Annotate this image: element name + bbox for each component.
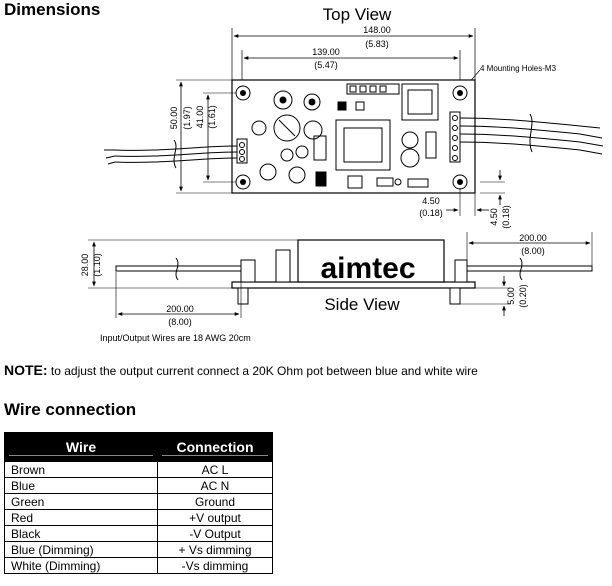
dim-450-horizontal-label: 4.50 (422, 196, 440, 206)
table-header-wire: Wire (4, 432, 158, 462)
wire-cell: White (Dimming) (4, 557, 158, 574)
dim-450-vertical-inch: (0.18) (501, 205, 511, 229)
dim-5-label: 5.00 (506, 287, 516, 305)
connection-cell: -Vs dimming (157, 557, 273, 574)
wire-cell: Black (4, 525, 158, 542)
dim-450-horizontal-inch: (0.18) (419, 208, 443, 218)
dimensions-heading: Dimensions (4, 0, 101, 19)
wire-cell: Blue (4, 477, 158, 494)
note-text: to adjust the output current connect a 2… (50, 364, 478, 378)
dim-139-inch: (5.47) (314, 60, 338, 70)
connection-cell: AC N (157, 477, 273, 494)
connection-cell: +V output (157, 509, 273, 526)
table-row: Black-V Output (4, 525, 273, 542)
connection-cell: Ground (157, 493, 273, 510)
table-row: Red+V output (4, 509, 273, 526)
aimtec-logo: aimtec (320, 252, 415, 285)
dim-200-left-label: 200.00 (166, 304, 194, 314)
dim-148-label: 148.00 (363, 25, 391, 35)
connection-cell: + Vs dimming (157, 541, 273, 558)
dim-50-inch: (1.97) (182, 106, 192, 130)
connection-cell: -V Output (157, 525, 273, 542)
note-label: NOTE: (4, 362, 48, 378)
left-wire-bundle (104, 139, 238, 169)
wire-cell: Brown (4, 461, 158, 478)
table-row: Blue (Dimming)+ Vs dimming (4, 541, 273, 558)
table-header-connection: Connection (157, 432, 273, 462)
dim-200-left-inch: (8.00) (168, 317, 192, 327)
pcb-top-view (231, 79, 476, 194)
table-row: White (Dimming)-Vs dimming (4, 557, 273, 574)
dim-200-right-label: 200.00 (519, 233, 547, 243)
dim-50-label: 50.00 (169, 107, 179, 130)
dim-139-label: 139.00 (312, 47, 340, 57)
dim-28-inch: (1.10) (92, 253, 102, 277)
top-view-title: Top View (323, 5, 392, 24)
right-wire-bundle (459, 113, 604, 155)
wire-spec-note: Input/Output Wires are 18 AWG 20cm (100, 333, 251, 343)
side-view-assembly (115, 239, 593, 305)
wire-cell: Green (4, 493, 158, 510)
dim-28-label: 28.00 (80, 254, 90, 277)
side-view-title: Side View (324, 295, 400, 314)
dimension-drawing: Top View Side View 148.00 (5.83) 139.00 … (80, 5, 604, 343)
wire-cell: Red (4, 509, 158, 526)
mounting-hole (452, 85, 468, 101)
dim-41-label: 41.00 (195, 106, 205, 129)
dim-200-right-inch: (8.00) (521, 246, 545, 256)
dim-41-inch: (1.61) (207, 105, 217, 129)
dim-148-inch: (5.83) (365, 39, 389, 49)
dim-450-vertical-label: 4.50 (489, 208, 499, 226)
wire-cell: Blue (Dimming) (4, 541, 158, 558)
mounting-holes-label: 4 Mounting Holes-M3 (480, 64, 557, 73)
pcb-components (236, 83, 461, 189)
dim-5-inch: (0.20) (518, 284, 528, 308)
note-line: NOTE: to adjust the output current conne… (4, 362, 478, 378)
wire-connection-heading: Wire connection (4, 400, 137, 419)
connection-cell: AC L (157, 461, 273, 478)
